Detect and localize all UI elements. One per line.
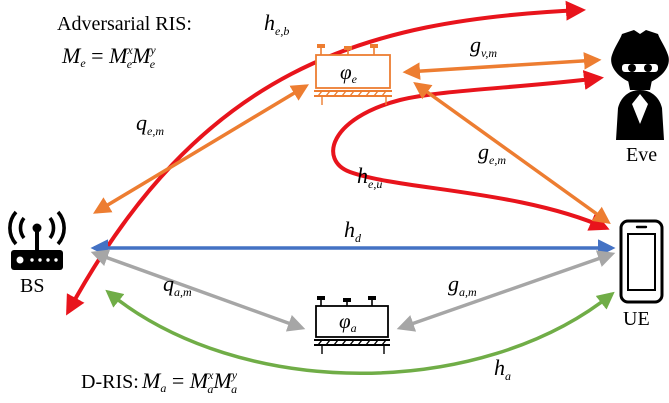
d-ris-icon — [314, 296, 390, 354]
link-g-em — [413, 81, 611, 225]
link-h-eb — [66, 0, 586, 316]
label-q-am: qa,m — [163, 271, 192, 299]
d-ris-title: D-RIS: — [81, 371, 139, 393]
d-ris-phase: φa — [339, 309, 357, 335]
label-h-eb: he,b — [264, 10, 289, 38]
wireless-router-icon — [8, 210, 66, 270]
link-q-em — [92, 84, 310, 214]
label-h-d: hd — [344, 217, 362, 245]
label-h-a: ha — [494, 355, 511, 383]
link-h-a — [105, 289, 615, 375]
bs-label: BS — [20, 275, 44, 297]
ue-label: UE — [623, 308, 650, 330]
label-h-eu: he,u — [357, 163, 382, 191]
adversarial-ris-icon — [314, 44, 392, 105]
link-q-am — [90, 249, 306, 332]
adversarial-ris-phase: φe — [340, 60, 358, 86]
hooded-spy-icon — [611, 30, 669, 140]
eve-label: Eve — [626, 144, 657, 166]
adversarial-ris-title: Adversarial RIS: — [57, 13, 192, 35]
smartphone-icon — [619, 219, 664, 304]
label-g-em: ge,m — [478, 139, 506, 167]
label-g-vm: gv,m — [470, 32, 497, 60]
link-g-vm — [402, 52, 602, 80]
label-g-am: ga,m — [448, 271, 477, 299]
label-q-em: qe,m — [136, 110, 164, 138]
link-h-eu — [331, 70, 610, 231]
